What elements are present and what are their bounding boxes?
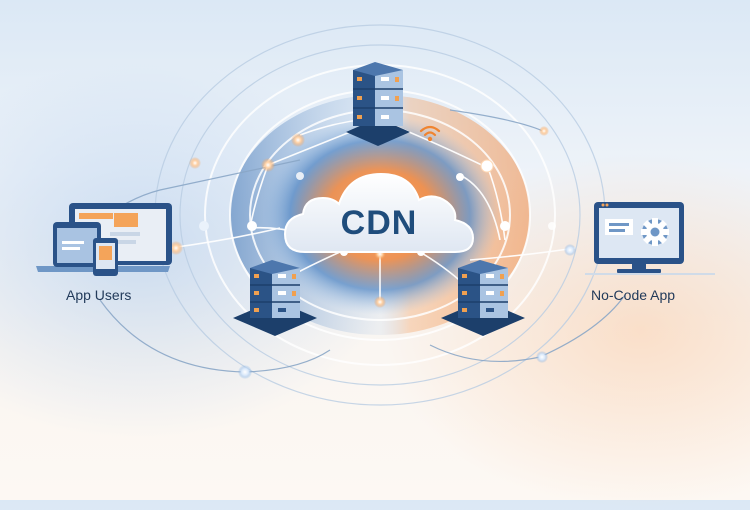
devices-icon bbox=[36, 203, 172, 276]
cdn-cloud: CDN bbox=[283, 168, 475, 256]
wifi-icon bbox=[419, 125, 441, 142]
server-bottom-right-icon bbox=[441, 260, 525, 336]
server-bottom-left-icon bbox=[233, 260, 317, 336]
cloud-icon bbox=[283, 172, 475, 253]
app-users-label: App Users bbox=[66, 287, 132, 303]
monitor-gear-icon bbox=[585, 202, 715, 275]
cdn-label: CDN bbox=[340, 204, 418, 242]
no-code-app-label: No-Code App bbox=[591, 287, 676, 303]
server-top-icon bbox=[346, 62, 410, 146]
